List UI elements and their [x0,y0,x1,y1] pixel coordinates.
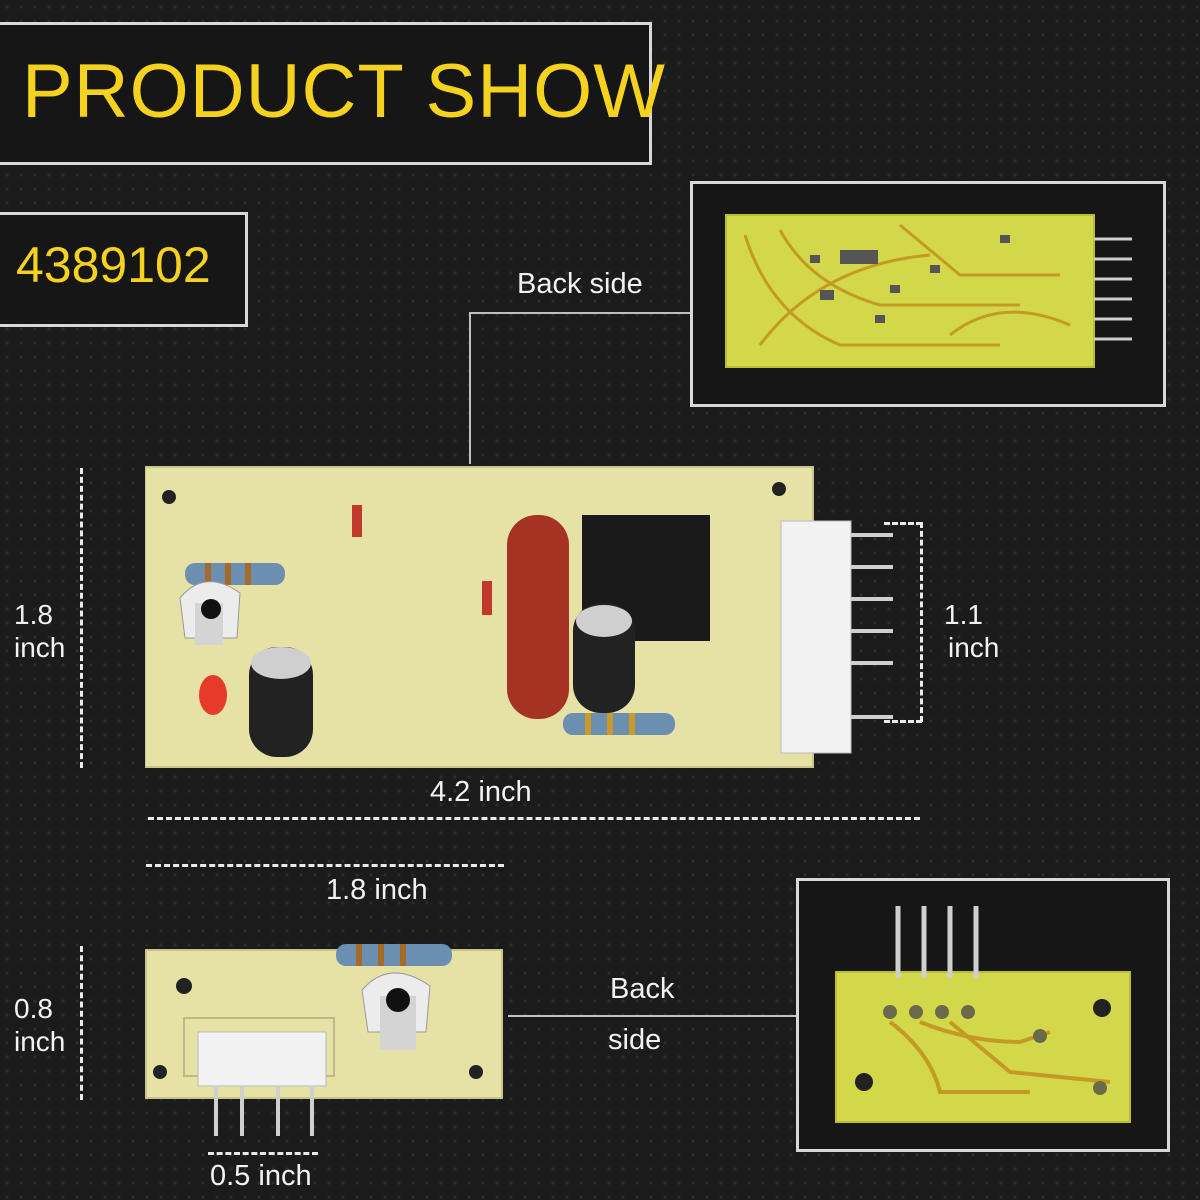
small-height-dimension-line [80,946,83,1100]
back-label: Back [610,973,675,1005]
back-side-board-image [725,214,1132,368]
connector-height-dimension-line [920,522,923,722]
connector-width-dimension-line [208,1152,318,1155]
main-board-image [145,466,893,768]
leader-line [470,312,690,314]
small-width-label: 1.8 inch [326,874,428,906]
connector-height-value: 1.1 [944,599,983,630]
main-width-label: 4.2 inch [430,776,532,808]
page-title: PRODUCT SHOW [22,49,666,134]
small-height-unit: inch [14,1026,66,1057]
connector-height-unit: inch [948,632,1000,663]
side-label: side [608,1024,662,1056]
connector-height-tick [884,522,922,525]
height-dimension-line [80,468,83,768]
part-number: 4389102 [16,237,211,293]
connector-width-label: 0.5 inch [210,1160,312,1192]
small-board-back-image [835,906,1131,1123]
part-number-frame [0,212,248,327]
main-height-value: 1.8 [14,599,53,630]
small-width-dimension-line [146,864,504,867]
title-frame [0,22,652,165]
connector-height-tick [884,720,922,723]
back-side-label: Back side [517,268,643,300]
leader-line [508,1015,798,1017]
small-board-image [145,944,503,1136]
small-height-value: 0.8 [14,993,53,1024]
width-dimension-line [148,817,920,820]
main-height-unit: inch [14,632,66,663]
leader-line [469,312,471,464]
